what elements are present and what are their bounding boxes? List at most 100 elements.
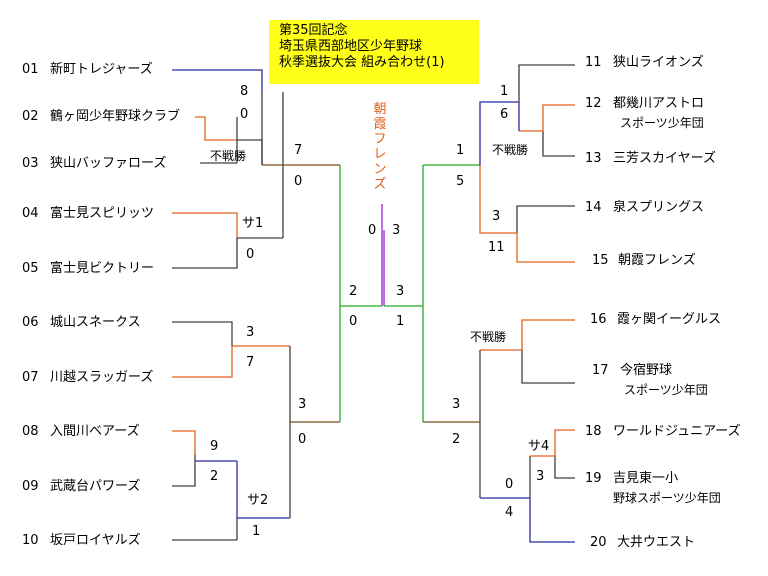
score-r-r1b-bot: 11 — [488, 240, 505, 255]
team-name-05: 富士見ビクトリー — [50, 261, 155, 276]
score-l-r1d-top: 9 — [210, 439, 219, 454]
team-number-18: 18 — [585, 424, 602, 439]
score-l-sf-top: 2 — [349, 284, 358, 299]
score-l-r1a-top: 8 — [240, 84, 249, 99]
team-name-09: 武蔵台パワーズ — [50, 479, 141, 494]
line-11 — [518, 64, 575, 102]
score-l-r2b-bot: 0 — [298, 432, 307, 447]
team-number-12: 12 — [585, 96, 602, 111]
team-number-10: 10 — [22, 533, 39, 548]
score-l-r1b-top: サ1 — [242, 216, 264, 231]
team-name-16: 霞ヶ関イーグルス — [617, 312, 722, 327]
team-number-13: 13 — [585, 151, 602, 166]
line-15 — [516, 233, 575, 263]
score-r-r1a-top: 1 — [500, 84, 509, 99]
score-l-r2a-top: 7 — [294, 143, 303, 158]
team-name-11: 狭山ライオンズ — [613, 55, 704, 70]
line-r1b-r-out — [479, 165, 517, 234]
note-r-r1a: 不戦勝 — [492, 143, 529, 157]
score-final-left: 0 — [368, 223, 377, 238]
team-number-17: 17 — [592, 363, 609, 378]
line-14 — [516, 205, 575, 233]
team-number-11: 11 — [585, 55, 602, 70]
team-number-02: 02 — [22, 109, 39, 124]
team-number-16: 16 — [590, 312, 607, 327]
score-r-r2b-bot: 2 — [452, 432, 461, 447]
score-r-sf-bot: 1 — [396, 314, 405, 329]
score-l-r2a-bot: 0 — [294, 174, 303, 189]
team-number-03: 03 — [22, 156, 39, 171]
team-name-08: 入間川ベアーズ — [50, 424, 140, 439]
line-r1a-r-join — [479, 101, 519, 165]
line-16 — [521, 319, 575, 350]
line-06 — [172, 321, 233, 346]
title-line-2: 埼玉県西部地区少年野球 — [279, 39, 423, 54]
team-number-01: 01 — [22, 62, 39, 77]
team-name-17: 今宿野球 — [620, 363, 673, 378]
score-r-r1b-top: 3 — [492, 209, 501, 224]
score-r-r1a-bot: 6 — [500, 107, 509, 122]
score-l-r1a-bot: 0 — [240, 107, 249, 122]
score-r-r1e-bot: 4 — [505, 505, 514, 520]
team-number-08: 08 — [22, 424, 39, 439]
score-l-r1e-top: サ2 — [247, 493, 269, 508]
score-l-r1c-top: 3 — [246, 325, 255, 340]
team-name-14: 泉スプリングス — [613, 200, 705, 215]
note-l-r1a: 不戦勝 — [210, 149, 247, 163]
team-number-07: 07 — [22, 370, 39, 385]
line-08 — [172, 430, 196, 455]
team-number-19: 19 — [585, 471, 602, 486]
line-02 — [195, 116, 237, 141]
team-number-20: 20 — [590, 535, 607, 550]
title-line-3: 秋季選抜大会 組み合わせ(1) — [279, 55, 445, 70]
team-name-04: 富士見スピリッツ — [50, 206, 155, 221]
team-name2-12: スポーツ少年団 — [620, 116, 704, 130]
score-r-r1e-top: 0 — [505, 477, 514, 492]
team-number-06: 06 — [22, 315, 39, 330]
score-l-r1e-bot: 1 — [252, 524, 261, 539]
line-01 — [172, 69, 263, 92]
score-l-r2b-top: 3 — [298, 397, 307, 412]
team-name-18: ワールドジュニアーズ — [613, 424, 741, 439]
score-final-right: 3 — [392, 223, 401, 238]
team-name-02: 鶴ヶ岡少年野球クラブ — [50, 109, 181, 124]
score-r-r2a-top: 1 — [456, 143, 465, 158]
team-name-13: 三芳スカイヤーズ — [613, 151, 716, 166]
team-name-19: 吉見東一小 — [613, 471, 679, 486]
line-18 — [554, 429, 575, 456]
team-name-06: 城山スネークス — [50, 315, 141, 330]
score-l-r1d-bot: 2 — [210, 469, 219, 484]
champion-label: 朝霞フレンズ — [373, 102, 387, 192]
line-12 — [542, 104, 575, 131]
line-05 — [172, 238, 238, 269]
score-l-r1b-bot: 0 — [246, 247, 255, 262]
team-name-01: 新町トレジャーズ — [50, 62, 153, 77]
score-l-r1c-bot: 7 — [246, 355, 255, 370]
line-20 — [529, 498, 575, 543]
team-name-10: 坂戸ロイヤルズ — [50, 533, 141, 548]
team-name2-19: 野球スポーツ少年団 — [613, 491, 721, 505]
score-r-sf-top: 3 — [396, 284, 405, 299]
title-line-1: 第35回記念 — [279, 23, 348, 38]
team-number-04: 04 — [22, 206, 39, 221]
team-name-15: 朝霞フレンズ — [618, 253, 696, 268]
team-name-07: 川越スラッガーズ — [50, 370, 154, 385]
line-17 — [521, 350, 575, 384]
team-name-12: 都幾川アストロ — [613, 96, 705, 111]
team-name-20: 大井ウエスト — [617, 535, 696, 550]
team-number-05: 05 — [22, 261, 39, 276]
team-name2-17: スポーツ少年団 — [624, 383, 708, 397]
score-r-r1d-top: サ4 — [528, 439, 550, 454]
team-name-03: 狭山バッファローズ — [50, 156, 167, 171]
note-r-r1c: 不戦勝 — [470, 330, 507, 344]
line-07 — [172, 346, 233, 378]
line-09 — [172, 455, 196, 487]
line-04 — [172, 212, 238, 238]
line-13 — [542, 131, 575, 157]
score-l-sf-bot: 0 — [349, 314, 358, 329]
score-r-r2a-bot: 5 — [456, 174, 465, 189]
tournament-title-box: 第35回記念 埼玉県西部地区少年野球 秋季選抜大会 組み合わせ(1) — [269, 20, 479, 84]
team-number-09: 09 — [22, 479, 39, 494]
team-number-15: 15 — [592, 253, 609, 268]
